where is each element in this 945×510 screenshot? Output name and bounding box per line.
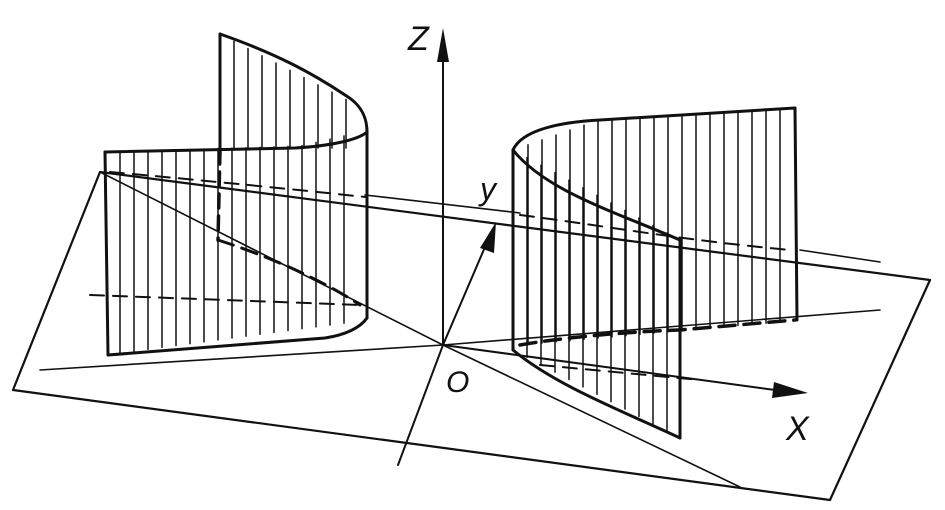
origin-label: O <box>446 366 469 399</box>
diagonal-lines <box>39 171 881 488</box>
left-cylindrical-sheet <box>89 32 369 357</box>
z-axis-label: Z <box>407 20 430 58</box>
right-cylindrical-sheet <box>511 106 799 440</box>
x-axis <box>442 344 808 398</box>
y-axis <box>397 222 496 466</box>
y-axis-label: y <box>478 171 498 207</box>
x-axis-label: X <box>785 410 810 448</box>
z-axis <box>437 28 449 346</box>
base-plane <box>11 170 932 502</box>
